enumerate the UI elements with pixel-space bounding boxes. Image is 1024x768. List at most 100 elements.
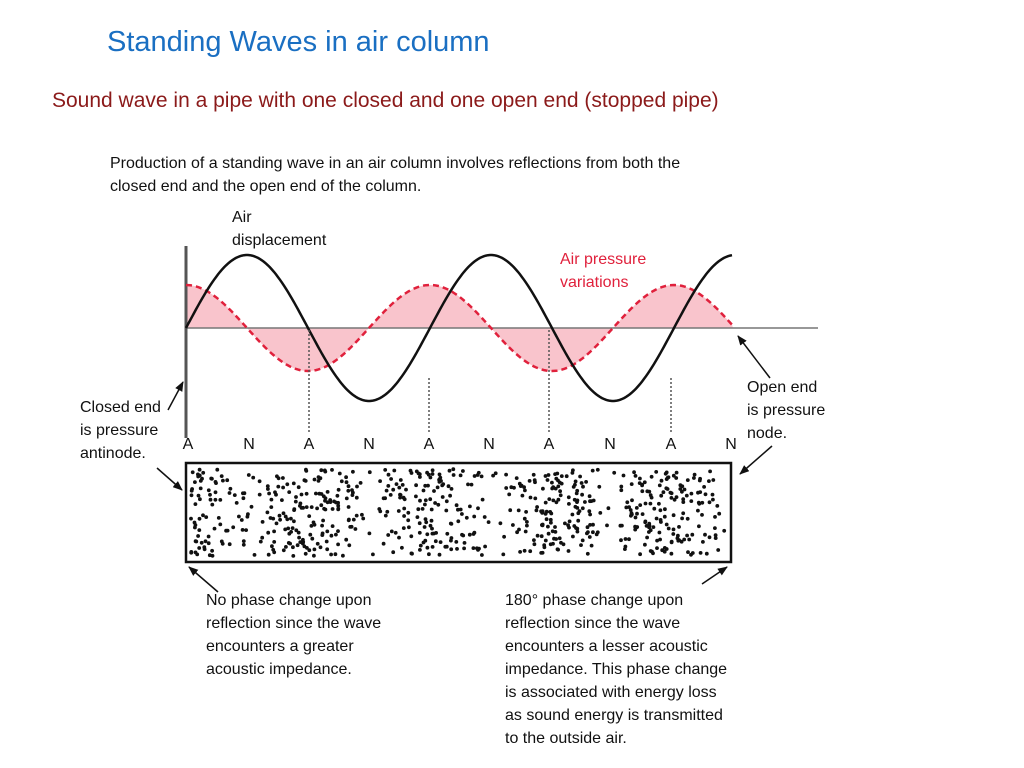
- air-molecule-dot: [196, 534, 201, 538]
- air-molecule-dot: [528, 549, 533, 554]
- air-molecule-dot: [302, 478, 307, 483]
- node-label: N: [363, 436, 375, 453]
- air-molecule-dot: [277, 513, 282, 518]
- air-molecule-dot: [658, 537, 662, 542]
- air-molecule-dot: [504, 486, 509, 490]
- air-molecule-dot: [415, 515, 420, 519]
- air-molecule-dot: [307, 514, 312, 518]
- air-molecule-dot: [648, 493, 653, 498]
- air-molecule-dot: [647, 523, 652, 528]
- air-molecule-dot: [336, 542, 340, 547]
- label-line: variations: [560, 274, 629, 291]
- air-molecule-dot: [664, 477, 669, 481]
- air-molecule-dot: [517, 481, 522, 486]
- air-molecule-dot: [588, 523, 592, 527]
- air-molecule-dot: [329, 552, 333, 557]
- air-molecule-dot: [276, 484, 281, 489]
- air-molecule-dot: [685, 516, 690, 521]
- air-molecule-dot: [386, 533, 391, 537]
- air-molecule-dot: [416, 507, 421, 512]
- air-molecule-dot: [298, 540, 303, 544]
- air-molecule-dot: [657, 501, 661, 506]
- air-molecule-dot: [444, 508, 449, 513]
- air-molecule-dot: [623, 544, 628, 549]
- air-molecule-dot: [283, 514, 288, 519]
- air-molecule-dot: [314, 491, 318, 496]
- air-molecule-dot: [424, 520, 429, 525]
- air-molecule-dot: [654, 516, 659, 521]
- air-molecule-dot: [462, 541, 467, 545]
- air-molecule-dot: [681, 511, 686, 516]
- air-molecule-dot: [414, 494, 418, 499]
- air-molecule-dot: [423, 483, 428, 488]
- air-molecule-dot: [681, 497, 686, 502]
- air-molecule-dot: [294, 528, 299, 533]
- air-molecule-dot: [221, 478, 225, 483]
- air-molecule-dot: [389, 529, 394, 534]
- air-molecule-dot: [543, 512, 548, 516]
- air-molecule-dot: [689, 552, 693, 557]
- air-molecule-dot: [713, 515, 717, 519]
- air-molecule-dot: [201, 513, 205, 518]
- air-molecule-dot: [197, 528, 202, 532]
- air-molecule-dot: [433, 539, 438, 544]
- air-molecule-dot: [587, 494, 592, 499]
- air-molecule-dot: [704, 551, 709, 556]
- air-molecule-dot: [514, 476, 519, 480]
- air-molecule-dot: [265, 484, 270, 488]
- air-molecule-dot: [553, 530, 558, 534]
- air-molecule-dot: [307, 548, 312, 553]
- phase-change-arrow: [701, 566, 728, 585]
- air-molecule-dot: [430, 472, 435, 476]
- air-molecule-dot: [507, 492, 512, 497]
- air-molecule-dot: [674, 495, 679, 499]
- air-molecule-dot: [482, 515, 487, 519]
- air-molecule-dot: [206, 541, 211, 546]
- air-molecule-dot: [662, 514, 667, 519]
- air-molecule-dot: [346, 484, 351, 489]
- air-molecule-dot: [589, 543, 594, 548]
- air-molecule-dot: [304, 505, 309, 509]
- air-molecule-dot: [441, 482, 446, 486]
- label-line: Air pressure: [560, 251, 647, 268]
- air-molecule-dot: [553, 525, 557, 529]
- air-molecule-dot: [456, 507, 460, 512]
- air-molecule-dot: [269, 497, 274, 502]
- air-molecule-dot: [423, 502, 427, 507]
- air-molecule-dot: [638, 476, 642, 481]
- air-molecule-dot: [386, 484, 391, 488]
- label-line: Air: [232, 209, 252, 226]
- air-molecule-dot: [722, 528, 727, 533]
- open-end-label: Open end is pressure node.: [747, 376, 825, 445]
- air-molecule-dot: [289, 516, 293, 521]
- air-molecule-dot: [541, 486, 545, 491]
- air-molecule-dot: [643, 542, 647, 547]
- air-molecule-dot: [638, 552, 642, 557]
- air-molecule-dot: [634, 506, 639, 510]
- air-molecule-dot: [291, 545, 295, 550]
- air-molecule-dot: [193, 502, 198, 506]
- air-molecule-dot: [659, 493, 664, 498]
- air-molecule-dot: [393, 530, 398, 535]
- air-molecule-dot: [657, 483, 662, 488]
- air-molecule-dot: [676, 533, 680, 538]
- air-molecule-dot: [249, 504, 254, 509]
- air-molecule-dot: [312, 522, 317, 527]
- air-molecule-dot: [451, 467, 456, 472]
- air-molecule-dot: [218, 522, 223, 527]
- air-molecule-dot: [321, 518, 325, 523]
- air-molecule-dot: [269, 505, 274, 509]
- air-molecule-dot: [423, 517, 428, 521]
- air-displacement-curve: [184, 253, 733, 403]
- air-molecule-dot: [455, 547, 459, 551]
- air-molecule-dot: [290, 526, 295, 530]
- air-molecule-dot: [469, 482, 474, 487]
- air-molecule-dot: [595, 467, 600, 472]
- air-molecule-dot: [293, 499, 298, 504]
- air-molecule-dot: [476, 506, 480, 511]
- air-molecule-dot: [193, 480, 197, 484]
- air-molecule-dot: [524, 510, 528, 514]
- air-molecule-dot: [632, 470, 636, 475]
- air-molecule-dot: [555, 547, 560, 552]
- air-molecule-dot: [669, 539, 674, 544]
